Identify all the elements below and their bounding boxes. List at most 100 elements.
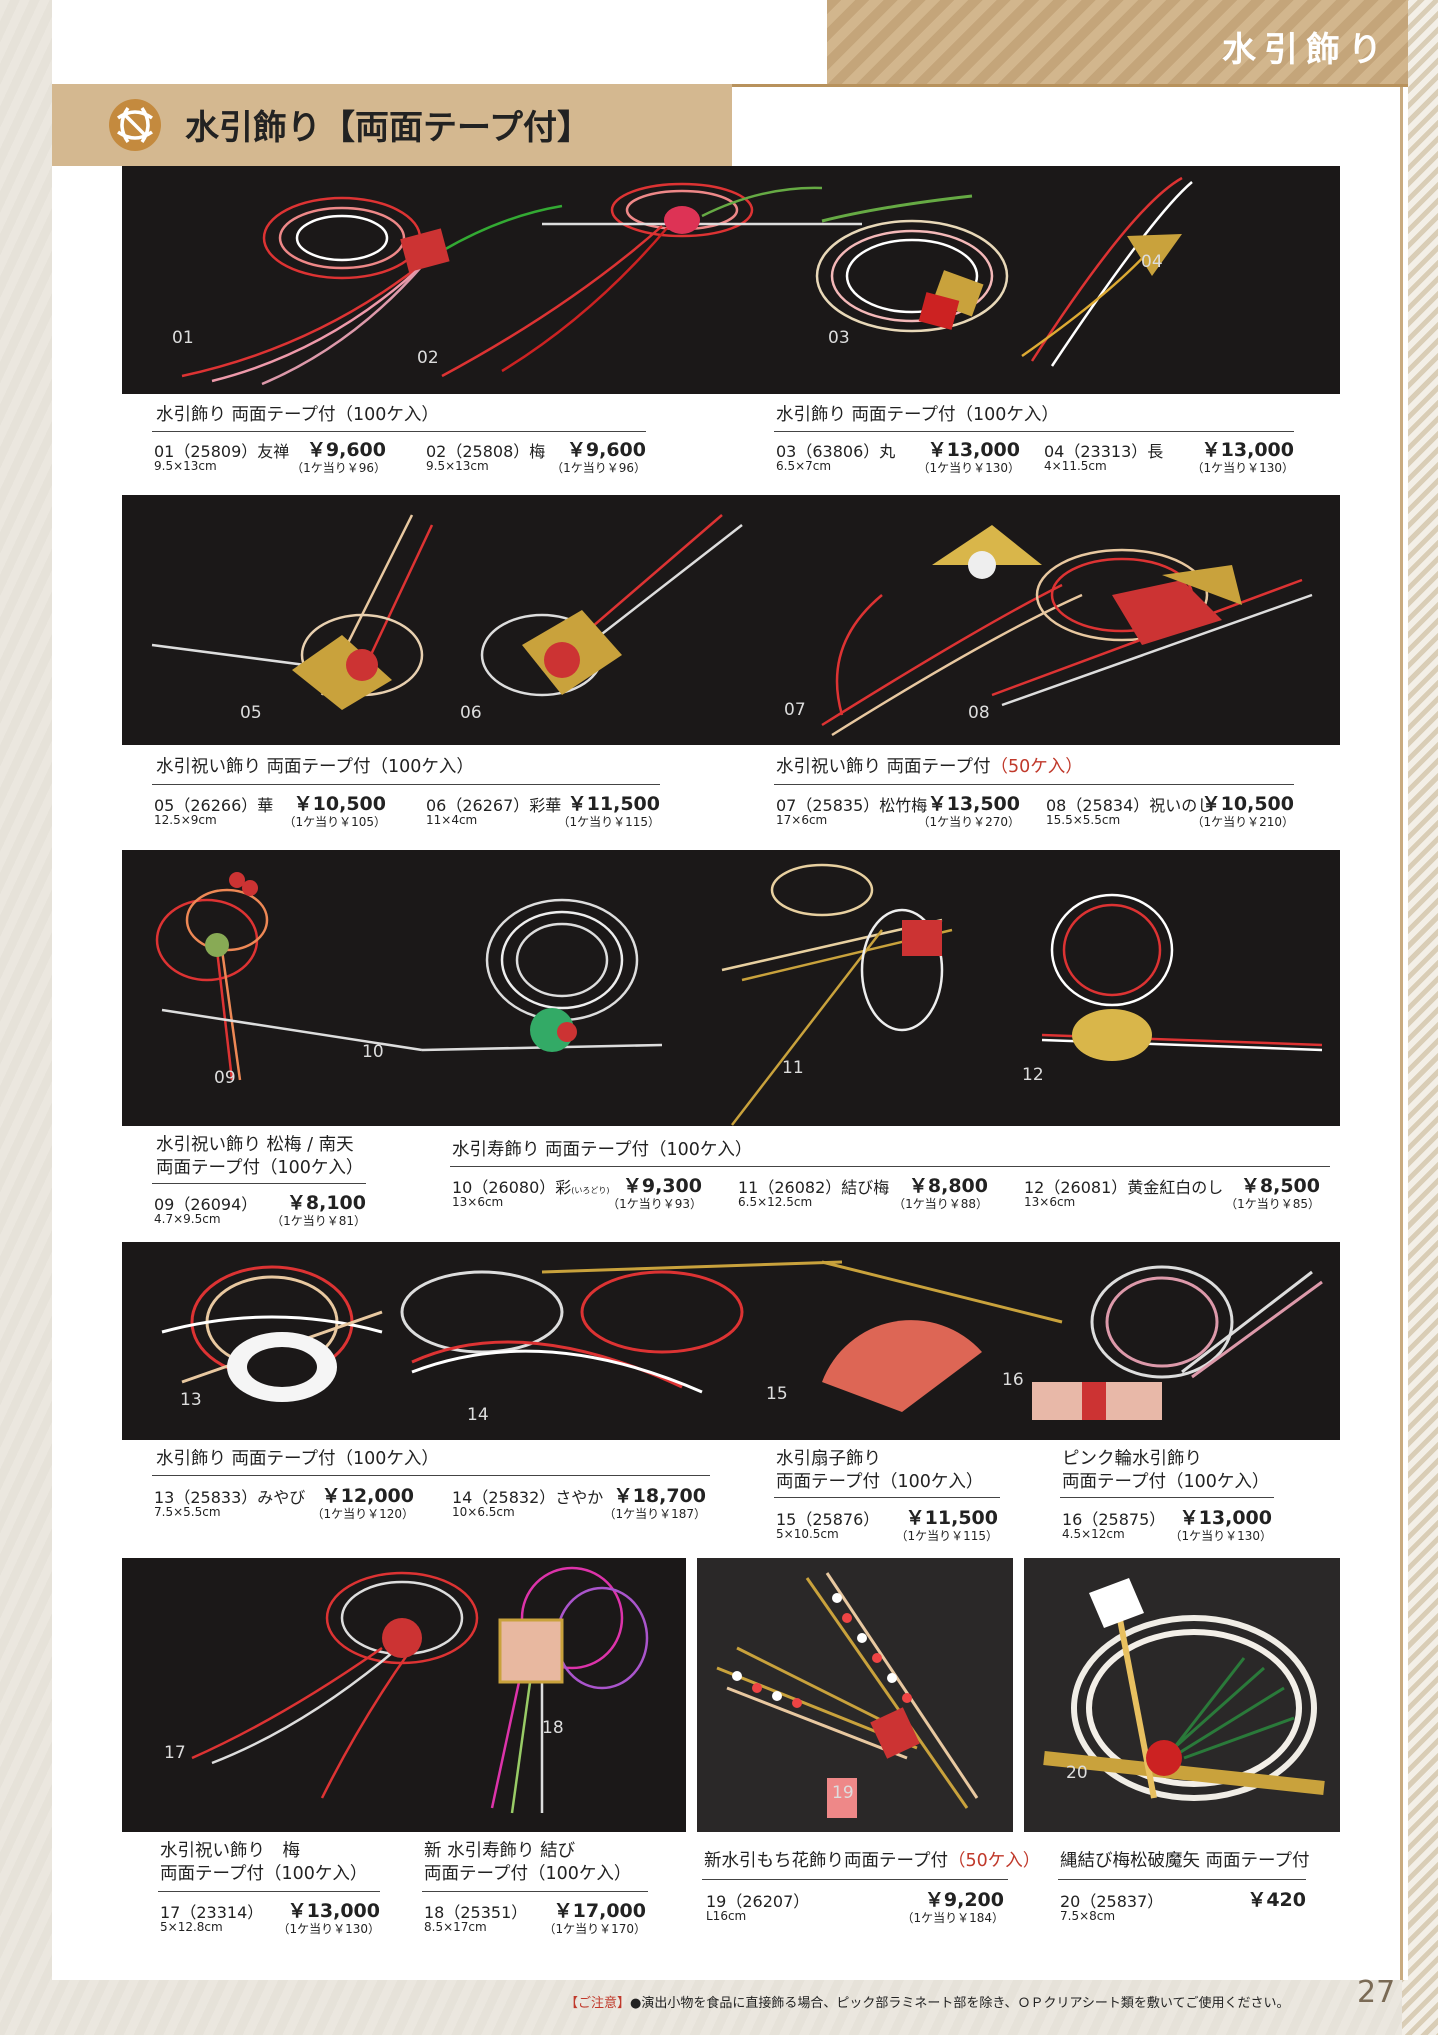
product-code: 17（23314） [160,1903,264,1922]
group-title-line2: 両面テープ付（100ケ入） [776,1472,984,1492]
product-price: ￥420 [1247,1889,1306,1911]
product-price: ￥10,500 [1201,793,1294,815]
divider [774,431,1294,432]
product-photo-05-08: 05 06 07 08 [122,495,1340,745]
product-code: 18（25351） [424,1903,528,1922]
unit-price: （1ケ当り￥130） [1191,461,1294,475]
section-header-bar [52,84,732,166]
product-item-11: 11（26082）結び梅 ￥8,800 6.5×12.5cm （1ケ当り￥88） [738,1174,988,1214]
product-item-08: 08（25834）祝いのし ￥10,500 15.5×5.5cm （1ケ当り￥2… [1046,792,1294,832]
product-item-02: 02（25808）梅 ￥9,600 9.5×13cm （1ケ当り￥96） [426,438,646,478]
unit-price: （1ケ当り￥81） [271,1214,366,1228]
group-title-line1: ピンク輪水引飾り [1062,1449,1202,1469]
product-size: 17×6cm [776,813,828,827]
product-size: 6.5×7cm [776,459,832,473]
photo-label: 11 [782,1058,804,1078]
product-item-10: 10（26080）彩(いろどり) ￥9,300 13×6cm （1ケ当り￥93） [452,1174,702,1214]
group-title: 水引飾り 両面テープ付（100ケ入） [156,1449,439,1469]
divider [1060,1497,1274,1498]
group-title-line1: 水引祝い飾り 梅 [160,1841,300,1861]
group-title: 水引飾り 両面テープ付（100ケ入） [776,405,1059,425]
product-size: 4.5×12cm [1062,1527,1125,1541]
photo-label: 12 [1022,1065,1044,1085]
photo-label: 20 [1066,1763,1088,1783]
unit-price: （1ケ当り￥115） [895,1529,998,1543]
product-item-15: 15（25876） ￥11,500 5×10.5cm （1ケ当り￥115） [776,1506,998,1546]
product-size: 4×11.5cm [1044,459,1107,473]
group-title-line2: 両面テープ付（100ケ入） [424,1864,632,1884]
group-title: 水引祝い飾り 両面テープ付（100ケ入） [156,757,474,777]
product-code: 10（26080）彩(いろどり) [452,1174,610,1198]
mizuhiki-illustration [181,176,1193,386]
unit-price: （1ケ当り￥93） [607,1197,702,1211]
photo-label: 07 [784,700,806,720]
product-size: 10×6.5cm [452,1505,515,1519]
product-price: ￥11,500 [567,793,660,815]
product-size: 7.5×5.5cm [154,1505,221,1519]
product-item-09: 09（26094） ￥8,100 4.7×9.5cm （1ケ当り￥81） [154,1191,366,1231]
product-size: 5×12.8cm [160,1920,223,1934]
photo-label: 04 [1141,252,1163,272]
mizuhiki-illustration [151,514,1313,737]
photo-label: 05 [240,703,262,723]
mizuhiki-illustration [1043,1578,1325,1801]
product-code: 01（25809）友禅 [154,442,290,461]
photo-label: 09 [214,1068,236,1088]
product-code-reading: (いろどり) [571,1186,610,1195]
group-title-line1: 水引祝い飾り 松梅 / 南天 [156,1135,354,1155]
product-item-06: 06（26267）彩華 ￥11,500 11×4cm （1ケ当り￥115） [426,792,660,832]
product-item-19: 19（26207） ￥9,200 L16cm （1ケ当り￥184） [706,1888,1004,1928]
product-photo-01-04: 01 02 03 04 [122,166,1340,394]
section-title: 水引飾り【両面テープ付】 [185,108,591,148]
product-photo-17-18: 17 18 [122,1558,686,1832]
product-size: 13×6cm [1024,1195,1076,1209]
right-frame-line [1400,87,1403,1980]
photo-label: 06 [460,703,482,723]
group-title: 新水引もち花飾り両面テープ付（50ケ入） [704,1850,1040,1873]
divider [152,431,646,432]
product-size: 5×10.5cm [776,1527,839,1541]
group-title: 水引祝い飾り 梅 両面テープ付（100ケ入） [160,1840,367,1886]
product-code: 09（26094） [154,1195,258,1214]
corner-title: 水引飾り [1222,30,1390,70]
product-code: 15（25876） [776,1510,880,1529]
unit-price: （1ケ当り￥130） [277,1922,380,1936]
divider [422,1891,648,1892]
unit-price: （1ケ当り￥270） [917,815,1020,829]
group-title-text: 水引祝い飾り 両面テープ付 [776,757,991,777]
group-title: 水引祝い飾り 両面テープ付（50ケ入） [776,756,1083,779]
product-item-20: 20（25837） ￥420 7.5×8cm [1060,1888,1306,1928]
product-code: 03（63806）丸 [776,442,896,461]
product-code: 20（25837） [1060,1892,1164,1911]
product-price: ￥9,300 [622,1175,702,1197]
photo-label: 02 [417,348,439,368]
group-title: 新 水引寿飾り 結び 両面テープ付（100ケ入） [424,1840,631,1886]
product-code: 06（26267）彩華 [426,796,562,815]
group-title-line2: 両面テープ付（100ケ入） [1062,1472,1270,1492]
group-title-quantity: （50ケ入） [990,757,1083,777]
mizuhiki-illustration [716,1572,979,1818]
product-code: 12（26081）黄金紅白のし [1024,1178,1224,1197]
product-item-14: 14（25832）さやか ￥18,700 10×6.5cm （1ケ当り￥187） [452,1484,706,1524]
product-price: ￥9,600 [566,439,646,461]
product-size: L16cm [706,1909,747,1923]
unit-price: （1ケ当り￥85） [1225,1197,1320,1211]
mizuhiki-illustration [161,1260,1323,1420]
product-price: ￥10,500 [293,793,386,815]
product-size: 6.5×12.5cm [738,1195,813,1209]
product-item-01: 01（25809）友禅 ￥9,600 9.5×13cm （1ケ当り￥96） [154,438,386,478]
photo-label: 19 [832,1783,854,1803]
unit-price: （1ケ当り￥130） [917,461,1020,475]
divider [158,1891,380,1892]
product-size: 12.5×9cm [154,813,217,827]
product-size: 7.5×8cm [1060,1909,1116,1923]
product-photo-19: 19 [697,1558,1013,1832]
product-price: ￥11,500 [905,1507,998,1529]
product-code: 19（26207） [706,1892,810,1911]
photo-label: 14 [467,1405,489,1425]
divider [152,784,660,785]
unit-price: （1ケ当り￥105） [283,815,386,829]
product-price: ￥13,500 [927,793,1020,815]
product-code: 05（26266）華 [154,796,274,815]
product-price: ￥13,000 [1179,1507,1272,1529]
